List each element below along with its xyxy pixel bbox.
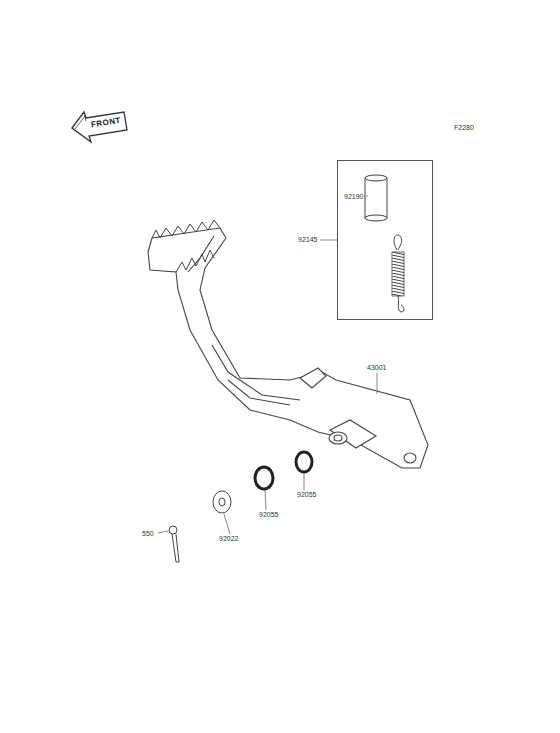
brake-pedal xyxy=(148,228,428,468)
washer xyxy=(213,491,231,513)
figure-number: F2280 xyxy=(453,124,475,131)
callout-number: 92055 xyxy=(296,491,317,498)
callout-number: 92055 xyxy=(258,511,279,518)
sleeve xyxy=(365,175,387,221)
callout-number: 92190 xyxy=(343,193,364,200)
callout-number: 550 xyxy=(141,530,155,537)
o-ring xyxy=(296,452,312,472)
front-arrow xyxy=(72,112,127,142)
footpeg-teeth xyxy=(152,220,220,272)
callout-number: 92145 xyxy=(297,236,318,243)
callout-number: 43001 xyxy=(366,364,387,371)
kit-box: 92190 xyxy=(337,160,433,320)
return-spring xyxy=(392,235,404,312)
callout-number: 92022 xyxy=(218,535,239,542)
leader-line xyxy=(158,196,377,534)
cotter-pin xyxy=(169,526,179,562)
o-ring xyxy=(255,467,273,489)
